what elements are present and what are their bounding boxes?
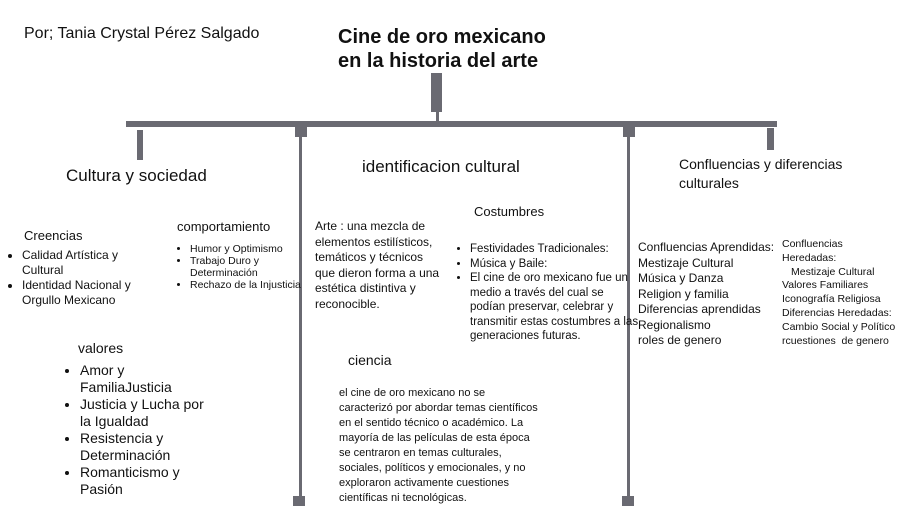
title-line: en la historia del arte (338, 50, 539, 72)
page-title: Cine de oro mexicano en la historia del … (338, 25, 546, 73)
list-item: El cine de oro mexicano fue un medio a t… (470, 271, 640, 344)
ciencia-label: ciencia (348, 352, 392, 368)
list-item: Música y Baile: (470, 257, 640, 272)
list-item: Mestizaje Cultural (791, 265, 875, 278)
list-item: Confluencias Aprendidas: (638, 240, 775, 254)
list-item: Trabajo Duro y Determinación (190, 255, 308, 279)
valores-label: valores (78, 340, 124, 356)
list-item: Diferencias aprendidas (638, 302, 761, 316)
list-item: Romanticismo y Pasión (80, 464, 204, 498)
main-branch-line (126, 121, 777, 127)
list-item: Diferencias Heredadas: (782, 306, 892, 319)
list-item: roles de genero (638, 333, 722, 347)
connector (436, 110, 439, 126)
list-item: Identidad Nacional y Orgullo Mexicano (22, 278, 152, 308)
list-item: Cambio Social y Político (782, 320, 896, 333)
divider-line (627, 135, 630, 500)
branch-stub (767, 128, 774, 150)
list-item: Valores Familiares (782, 279, 869, 292)
heading-cultura: Cultura y sociedad (66, 166, 207, 185)
list-item: Religion y familia (638, 286, 729, 301)
heredadas-list: Confluencias Heredadas: Mestizaje Cultur… (782, 238, 900, 348)
costumbres-label: Costumbres (474, 204, 545, 219)
list-item: Rechazo de la Injusticia (190, 279, 308, 291)
branch-stub (137, 130, 143, 160)
title-line: Cine de oro mexicano (338, 26, 546, 48)
heading-identificacion: identificacion cultural (362, 157, 520, 176)
list-item: Música y Danza (638, 271, 724, 285)
branch-node (622, 496, 634, 506)
author: Por; Tania Crystal Pérez Salgado (24, 25, 260, 42)
list-item: rcuestiones de genero (782, 334, 889, 347)
list-item: Calidad Artística y Cultural (22, 248, 152, 278)
creencias-label: Creencias (24, 228, 83, 243)
valores-list: Amor y FamiliaJusticia Justicia y Lucha … (66, 362, 204, 498)
comportamiento-label: comportamiento (177, 219, 271, 234)
list-item: Regionalismo (638, 317, 711, 332)
branch-node (623, 125, 635, 137)
list-item: Iconografía Religiosa (782, 293, 881, 306)
costumbres-list: Festividades Tradicionales: Música y Bai… (456, 242, 640, 344)
aprendidas-list: Confluencias Aprendidas: Mestizaje Cultu… (638, 240, 774, 349)
list-item: Confluencias Heredadas: (782, 238, 843, 264)
list-item: Justicia y Lucha por la Igualdad (80, 396, 204, 430)
arte-text: Arte : una mezcla de elementos estilísti… (315, 219, 440, 311)
title-connector (431, 73, 442, 112)
list-item: Festividades Tradicionales: (470, 242, 640, 257)
list-item: Amor y FamiliaJusticia (80, 362, 204, 396)
branch-node (293, 496, 305, 506)
list-item: Mestizaje Cultural (638, 255, 734, 270)
creencias-list: Calidad Artística y Cultural Identidad N… (8, 248, 152, 308)
branch-node (295, 125, 307, 137)
list-item: Resistencia y Determinación (80, 430, 204, 464)
ciencia-text: el cine de oro mexicano no se caracteriz… (339, 387, 538, 504)
divider-line (299, 135, 302, 500)
heading-confluencias: Confluencias y diferencias culturales (679, 156, 843, 191)
list-item: Humor y Optimismo (190, 243, 308, 255)
comportamiento-list: Humor y Optimismo Trabajo Duro y Determi… (176, 243, 308, 291)
